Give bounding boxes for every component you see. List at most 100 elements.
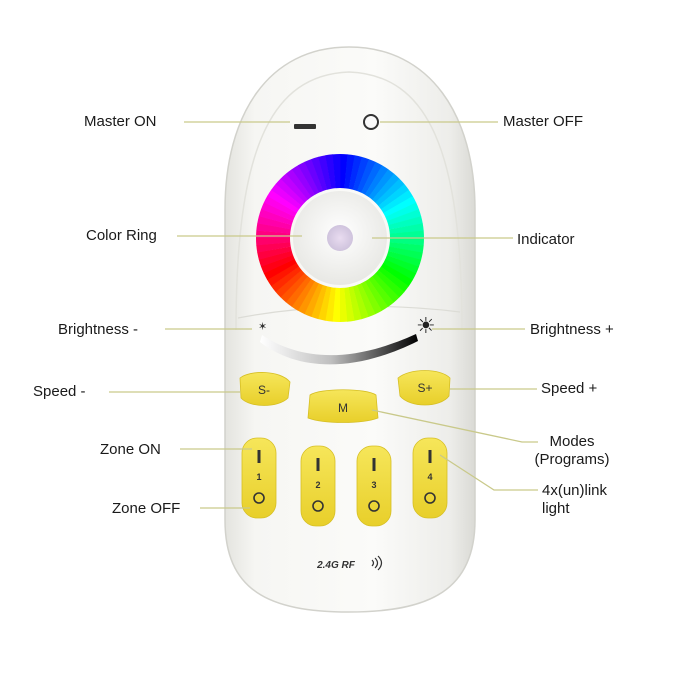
sun-dim-icon: ✶ bbox=[258, 320, 267, 333]
color-ring-segment[interactable] bbox=[256, 223, 291, 234]
zone-button-body[interactable] bbox=[412, 437, 448, 519]
master-on-button[interactable] bbox=[294, 124, 316, 129]
mode-button[interactable]: M bbox=[307, 389, 379, 423]
color-ring-segment[interactable] bbox=[261, 202, 295, 221]
color-ring-segment[interactable] bbox=[258, 208, 294, 226]
color-ring-segment[interactable] bbox=[325, 154, 336, 189]
color-ring-segment[interactable] bbox=[385, 255, 419, 274]
color-ring-segment[interactable] bbox=[291, 278, 315, 311]
zone-2-button[interactable]: 2 bbox=[300, 445, 336, 527]
master-off-button[interactable] bbox=[363, 114, 379, 130]
label-brightness-minus: Brightness - bbox=[58, 321, 139, 338]
color-ring-segment[interactable] bbox=[258, 250, 294, 267]
color-ring-segment[interactable] bbox=[332, 287, 340, 322]
color-ring-segment[interactable] bbox=[386, 209, 422, 226]
color-ring-segment[interactable] bbox=[310, 284, 328, 320]
color-ring-segment[interactable] bbox=[280, 273, 308, 303]
color-ring-segment[interactable] bbox=[263, 258, 297, 280]
color-ring[interactable] bbox=[255, 154, 424, 322]
color-ring-segment[interactable] bbox=[389, 223, 424, 234]
color-ring-segment[interactable] bbox=[275, 178, 305, 206]
color-ring-segment[interactable] bbox=[344, 287, 355, 322]
color-ring-segment[interactable] bbox=[365, 165, 389, 198]
color-ring-segment[interactable] bbox=[388, 246, 423, 261]
color-ring-segment[interactable] bbox=[298, 161, 320, 195]
zone-off-icon bbox=[368, 500, 380, 512]
color-ring-segment[interactable] bbox=[257, 246, 292, 260]
color-ring-segment[interactable] bbox=[352, 284, 369, 320]
color-ring-segment[interactable] bbox=[297, 281, 319, 315]
color-ring-segment[interactable] bbox=[357, 159, 376, 193]
color-ring-segment[interactable] bbox=[383, 259, 417, 281]
color-ring-segment[interactable] bbox=[280, 173, 309, 203]
color-ring-segment[interactable] bbox=[270, 266, 302, 292]
color-ring-segment[interactable] bbox=[318, 155, 332, 190]
zone-3-button[interactable]: 3 bbox=[356, 445, 392, 527]
color-ring-segment[interactable] bbox=[375, 178, 405, 207]
color-ring-segment[interactable] bbox=[368, 169, 395, 200]
wifi-icon bbox=[371, 555, 383, 571]
color-ring-segment[interactable] bbox=[361, 161, 383, 195]
speed-plus-button[interactable]: S+ bbox=[397, 370, 451, 406]
label-modes: Modes (Programs) bbox=[522, 433, 622, 469]
color-ring-segment[interactable] bbox=[389, 242, 424, 253]
color-ring-segment[interactable] bbox=[291, 165, 316, 198]
color-ring-segment[interactable] bbox=[263, 195, 297, 217]
color-ring-segment[interactable] bbox=[304, 283, 323, 317]
color-ring-segment[interactable] bbox=[255, 237, 291, 246]
label-speed-minus: Speed - bbox=[33, 383, 86, 400]
zone-number-label: 3 bbox=[371, 480, 376, 490]
color-ring-segment[interactable] bbox=[344, 154, 355, 189]
color-ring-segment[interactable] bbox=[348, 286, 362, 321]
color-ring-segment[interactable] bbox=[257, 215, 292, 230]
color-ring-segment[interactable] bbox=[339, 287, 348, 322]
zone-on-icon bbox=[372, 458, 376, 471]
color-ring-segment[interactable] bbox=[285, 276, 312, 307]
color-ring-segment[interactable] bbox=[378, 184, 410, 210]
leader-lines bbox=[109, 121, 538, 509]
color-ring-segment[interactable] bbox=[364, 278, 389, 311]
color-ring-segment[interactable] bbox=[389, 238, 424, 246]
color-ring-segment[interactable] bbox=[271, 183, 302, 210]
color-ring-segment[interactable] bbox=[256, 242, 291, 253]
color-ring-segment[interactable] bbox=[267, 262, 300, 287]
label-modes-line1: Modes bbox=[549, 433, 595, 450]
color-ring-segment[interactable] bbox=[389, 230, 424, 239]
color-ring-segment[interactable] bbox=[348, 155, 363, 190]
color-ring-segment[interactable] bbox=[260, 254, 295, 274]
color-ring-segment[interactable] bbox=[380, 189, 413, 214]
zone-4-button[interactable]: 4 bbox=[412, 437, 448, 519]
speed-minus-button[interactable]: S- bbox=[239, 372, 291, 406]
color-ring-segment[interactable] bbox=[317, 286, 332, 321]
color-ring-segment[interactable] bbox=[378, 266, 409, 293]
zone-off-icon bbox=[312, 500, 324, 512]
color-ring-segment[interactable] bbox=[267, 189, 300, 213]
color-ring-segment[interactable] bbox=[383, 196, 417, 218]
zone-off-icon bbox=[253, 492, 265, 504]
color-ring-segment[interactable] bbox=[356, 283, 376, 318]
color-ring-segment[interactable] bbox=[388, 216, 423, 230]
color-ring-segment[interactable] bbox=[368, 276, 394, 308]
color-ring-segment[interactable] bbox=[360, 281, 382, 315]
color-ring-segment[interactable] bbox=[311, 156, 328, 192]
color-ring-segment[interactable] bbox=[371, 273, 400, 303]
color-ring-segment[interactable] bbox=[380, 263, 413, 287]
zone-on-icon bbox=[316, 458, 320, 471]
zone-button-body[interactable] bbox=[356, 445, 392, 527]
zone-button-body[interactable] bbox=[241, 437, 277, 519]
color-ring-segment[interactable] bbox=[325, 287, 336, 322]
color-ring-segment[interactable] bbox=[385, 202, 420, 222]
color-ring-segment[interactable] bbox=[375, 270, 405, 298]
zone-button-body[interactable] bbox=[300, 445, 336, 527]
color-ring-segment[interactable] bbox=[372, 173, 400, 203]
label-indicator: Indicator bbox=[517, 231, 575, 248]
color-ring-segment[interactable] bbox=[304, 158, 324, 193]
color-ring-segment[interactable] bbox=[275, 269, 305, 298]
color-ring-segment[interactable] bbox=[340, 154, 348, 189]
color-ring-segment[interactable] bbox=[332, 154, 341, 189]
color-ring-segment[interactable] bbox=[286, 168, 312, 200]
color-ring-segment[interactable] bbox=[352, 156, 370, 192]
zone-1-button[interactable]: 1 bbox=[241, 437, 277, 519]
color-ring-segment[interactable] bbox=[386, 250, 422, 268]
brightness-slider[interactable] bbox=[260, 334, 418, 365]
